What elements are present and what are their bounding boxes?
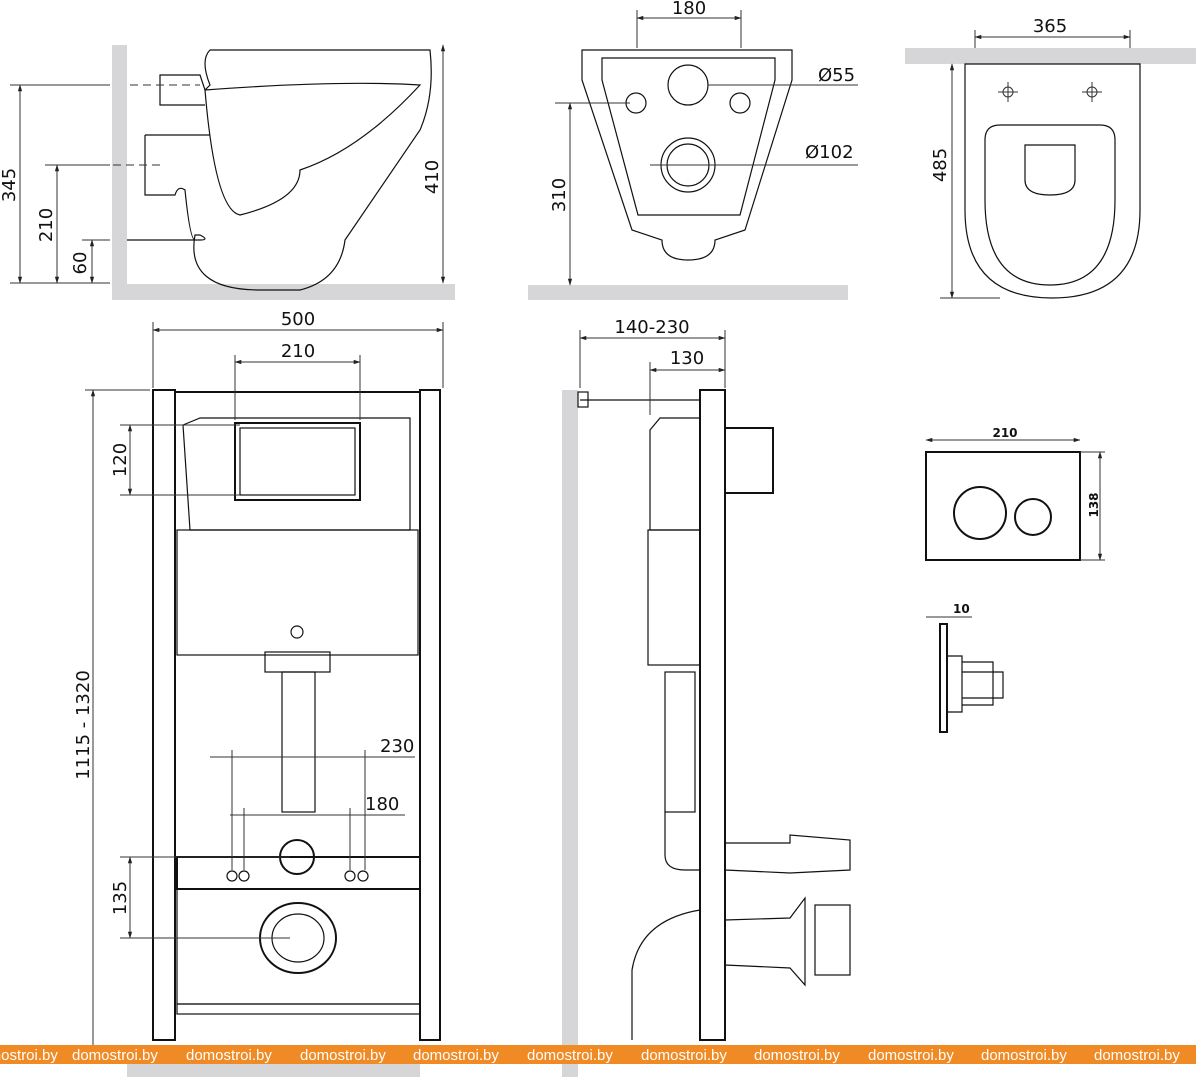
front-view: 180 Ø55 Ø102 310 [528,0,858,300]
watermark-text: domostroi.by [300,1047,386,1064]
dim-60: 60 [70,252,91,275]
watermark-text: domostroi.by [0,1047,58,1064]
watermark-text: domostroi.by [1094,1047,1180,1064]
dim-310: 310 [549,178,570,212]
frame-front-view: 500 210 120 1115 - 1320 230 180 135 [73,309,444,1077]
watermark-text: domostroi.by [754,1047,840,1064]
dim-135: 135 [110,881,131,915]
dim-345: 345 [0,168,20,202]
dim-180: 180 [365,794,399,815]
dim-210: 210 [992,426,1017,440]
watermark-text: domostroi.by [72,1047,158,1064]
dim-230: 230 [380,736,414,757]
watermark-text: domostroi.by [981,1047,1067,1064]
dim-210: 210 [36,208,57,242]
watermark-text: domostroi.by [868,1047,954,1064]
dim-140-230: 140-230 [614,317,689,338]
dim-138: 138 [1087,492,1101,517]
watermark-bar: domostroi.by domostroi.by domostroi.by d… [0,1045,1196,1064]
watermark-text: domostroi.by [186,1047,272,1064]
dim-410: 410 [422,160,443,194]
dim-365: 365 [1033,16,1067,37]
dim-210: 210 [281,341,315,362]
top-view: 365 485 [905,16,1196,299]
watermark-text: domostroi.by [527,1047,613,1064]
dim-485: 485 [930,148,951,182]
dim-120: 120 [110,443,131,477]
side-view: 345 410 210 60 [0,44,455,300]
dim-500: 500 [281,309,315,330]
dim-d55: Ø55 [818,65,855,86]
dim-130: 130 [670,348,704,369]
dim-d102: Ø102 [805,142,854,163]
dim-180: 180 [672,0,706,19]
flush-plate: 210 138 10 [925,426,1105,733]
dim-10: 10 [953,602,970,616]
watermark-text: domostroi.by [413,1047,499,1064]
watermark-text: domostroi.by [641,1047,727,1064]
frame-side-view: 140-230 130 [562,317,851,1077]
dim-1115-1320: 1115 - 1320 [73,670,94,780]
